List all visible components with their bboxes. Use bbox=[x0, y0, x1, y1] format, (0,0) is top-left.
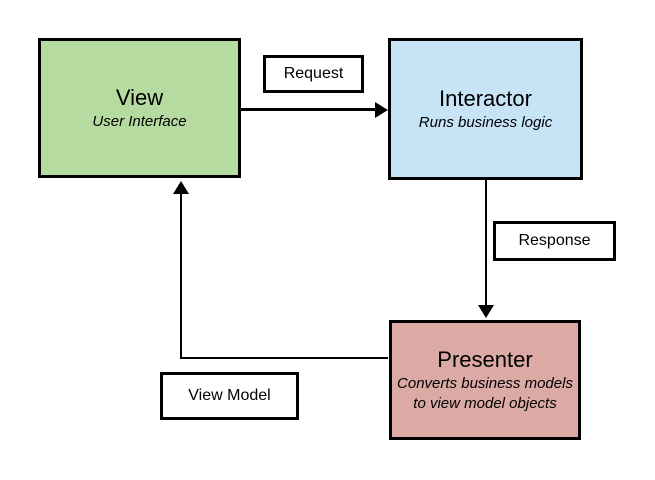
edge-label-view-model-text: View Model bbox=[188, 387, 271, 404]
node-presenter-title: Presenter bbox=[437, 347, 533, 373]
edge-response-line bbox=[484, 180, 487, 307]
edge-label-request-text: Request bbox=[283, 65, 344, 82]
arrow-down-icon bbox=[478, 305, 494, 318]
arrow-up-icon bbox=[173, 181, 189, 194]
node-presenter: Presenter Converts business models to vi… bbox=[389, 320, 581, 440]
edge-label-response-text: Response bbox=[518, 232, 591, 249]
edge-view-model-line-horizontal bbox=[180, 356, 388, 359]
edge-label-response: Response bbox=[493, 221, 616, 261]
node-presenter-subtitle: Converts business models to view model o… bbox=[397, 374, 573, 412]
node-view: View User Interface bbox=[38, 38, 241, 178]
edge-request-line bbox=[241, 108, 377, 111]
node-view-subtitle: User Interface bbox=[92, 112, 187, 130]
edge-view-model-line-vertical bbox=[179, 192, 182, 359]
edge-label-view-model: View Model bbox=[160, 372, 299, 420]
node-interactor: Interactor Runs business logic bbox=[388, 38, 583, 180]
edge-label-request: Request bbox=[263, 55, 364, 93]
node-interactor-title: Interactor bbox=[439, 86, 532, 112]
arrow-right-icon bbox=[375, 101, 388, 118]
node-interactor-subtitle: Runs business logic bbox=[418, 113, 553, 131]
node-view-title: View bbox=[115, 85, 164, 111]
